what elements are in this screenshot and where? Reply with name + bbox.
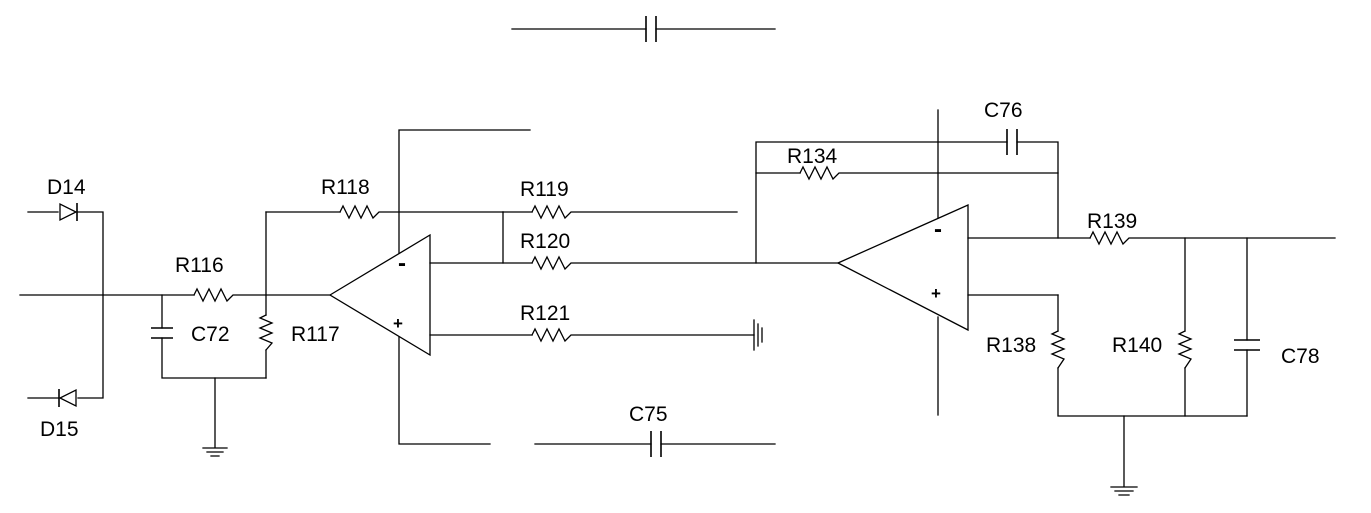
resistor-r121: [531, 327, 755, 343]
capacitor-c78: [1234, 237, 1260, 417]
resistor-r118: [265, 204, 504, 220]
resistor-r117: [258, 211, 274, 379]
capacitor-c75: [534, 431, 776, 457]
opamp2-plus-sign: +: [931, 284, 941, 303]
label-r120: R120: [520, 230, 570, 253]
ground-symbol-2: [753, 319, 763, 351]
capacitor-c76: [755, 129, 1059, 239]
resistor-r139: [1089, 230, 1336, 246]
label-c72: C72: [191, 323, 230, 346]
diode-d15: [27, 294, 104, 408]
label-r118: R118: [321, 176, 370, 199]
label-r138: R138: [986, 334, 1036, 357]
opamp-2: [836, 109, 1091, 416]
ground-symbol-3: [1110, 415, 1138, 496]
ground-symbol-1: [202, 377, 228, 457]
top-capacitor: [511, 16, 776, 42]
label-r121: R121: [520, 302, 570, 325]
opamp2-minus-sign: -: [934, 216, 942, 243]
label-d15: D15: [40, 418, 79, 441]
label-r116: R116: [175, 254, 224, 277]
opamp1-minus-sign: -: [398, 250, 406, 277]
label-r134: R134: [787, 145, 838, 168]
opamp1-plus-sign: +: [393, 314, 403, 333]
diode-d14: [27, 202, 104, 296]
label-c78: C78: [1281, 345, 1320, 368]
resistor-r134: [755, 165, 1059, 264]
label-c75: C75: [629, 403, 668, 426]
label-r117: R117: [291, 323, 340, 346]
resistor-r120: [531, 255, 839, 271]
resistor-r116: [193, 287, 331, 303]
label-r139: R139: [1087, 210, 1137, 233]
label-r140: R140: [1112, 334, 1162, 357]
capacitor-c72: [151, 294, 267, 379]
resistor-r140: [1177, 237, 1193, 417]
resistor-r119: [502, 204, 738, 220]
opamp-1: [328, 129, 533, 445]
label-c76: C76: [984, 99, 1023, 122]
label-r119: R119: [520, 178, 569, 201]
label-d14: D14: [47, 176, 86, 199]
resistor-r138: [1050, 294, 1248, 417]
